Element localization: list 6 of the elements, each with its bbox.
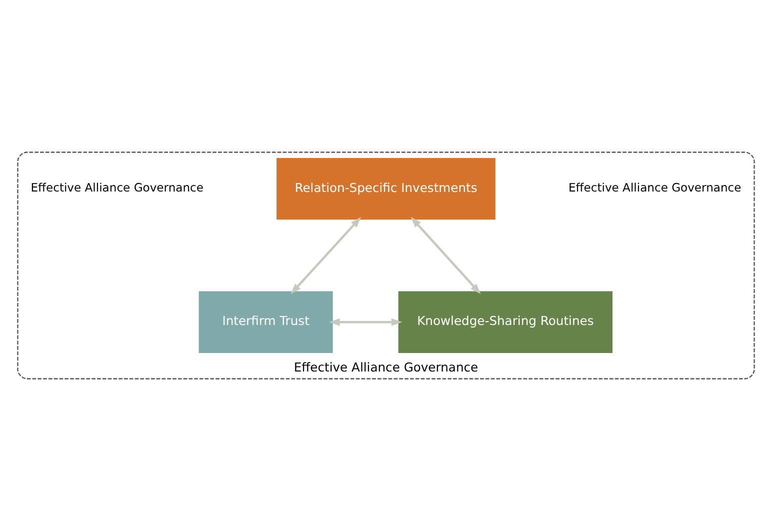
arrow — [410, 216, 481, 294]
arrow — [329, 318, 402, 326]
node-box: Interfirm Trust — [198, 291, 333, 353]
node-box: Knowledge-Sharing Routines — [398, 291, 612, 353]
node-box: Relation-Specific Investments — [276, 158, 496, 220]
arrow — [290, 216, 362, 294]
